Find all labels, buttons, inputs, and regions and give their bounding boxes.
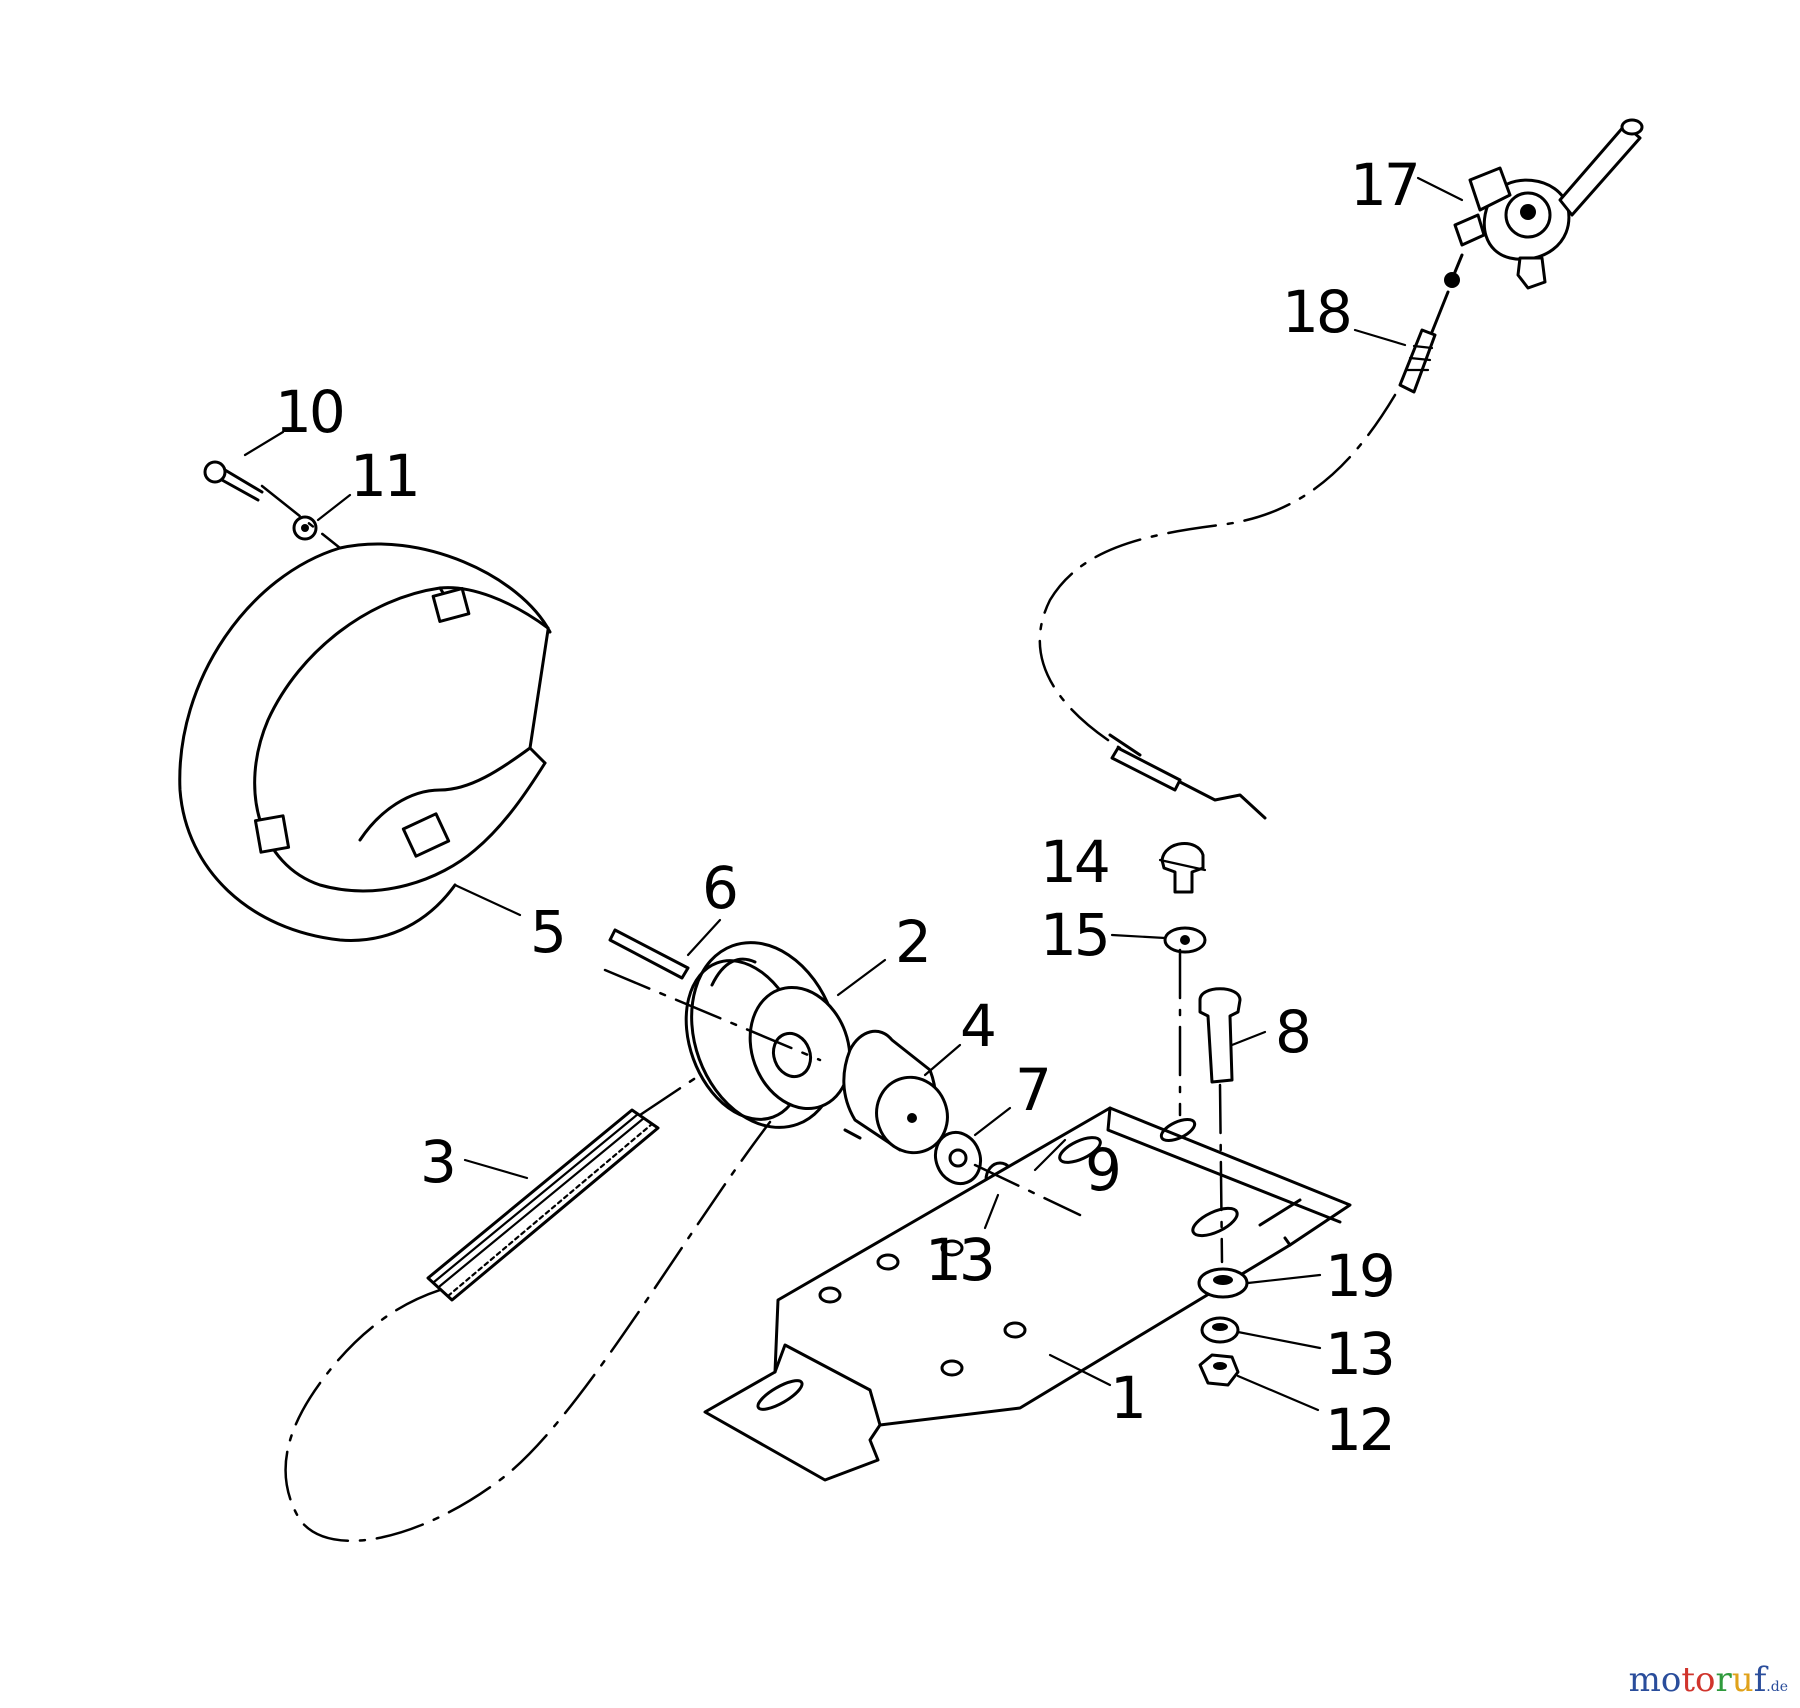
callout-4: 4: [960, 992, 994, 1060]
watermark-part-1: mo: [1628, 1660, 1682, 1700]
v-belt-3-part: [426, 1108, 660, 1302]
watermark-tld: .de: [1766, 1679, 1788, 1695]
callout-2: 2: [895, 908, 929, 976]
callout-15: 15: [1040, 901, 1108, 969]
callout-13-lower: 13: [1325, 1320, 1393, 1388]
control-cable-18-part: [1108, 253, 1464, 820]
assembly-guides: [260, 393, 1397, 1542]
callout-labels: 10 11 5 6 2 4 7 9 13 3 1 14 15 8 19 13 1…: [275, 151, 1421, 1464]
callout-18: 18: [1282, 278, 1350, 346]
callout-11: 11: [350, 442, 418, 510]
lever-17-part: [1453, 118, 1644, 290]
callout-10: 10: [275, 378, 343, 446]
watermark-part-3: r: [1715, 1660, 1732, 1700]
washer-19-part: [1197, 1267, 1249, 1299]
watermark-part-2: to: [1681, 1660, 1716, 1700]
key-6-part: [608, 928, 690, 980]
nut-11-part: [292, 515, 318, 541]
callout-12: 12: [1325, 1396, 1393, 1464]
callout-1: 1: [1110, 1364, 1144, 1432]
callout-19: 19: [1325, 1242, 1393, 1310]
callout-8: 8: [1275, 998, 1309, 1066]
callout-5: 5: [530, 898, 564, 966]
washer-7-part: [933, 1130, 983, 1186]
callout-17: 17: [1350, 151, 1418, 219]
bolt-8-part: [1198, 987, 1242, 1084]
callout-14: 14: [1040, 828, 1108, 896]
nut-12-part: [1198, 1353, 1240, 1387]
hub-4-part: [842, 1029, 949, 1155]
lock-washer-13b-part: [1200, 1316, 1240, 1344]
callout-7: 7: [1015, 1056, 1049, 1124]
watermark-logo: motoruf.de: [1629, 1660, 1788, 1700]
callout-6: 6: [702, 854, 736, 922]
belt-guard-part: [178, 542, 552, 942]
watermark-part-5: f: [1753, 1660, 1767, 1700]
leader-lines: [243, 176, 1464, 1412]
pulley-2-part: [684, 941, 852, 1129]
watermark-part-4: u: [1731, 1660, 1754, 1700]
callout-9: 9: [1085, 1136, 1119, 1204]
callout-3: 3: [420, 1128, 454, 1196]
washer-15-part: [1163, 926, 1207, 954]
mounting-plate-1-part: [703, 1106, 1352, 1482]
bolt-10-part: [203, 460, 264, 502]
bolt-14-part: [1160, 842, 1205, 894]
callout-13-upper: 13: [925, 1226, 993, 1294]
